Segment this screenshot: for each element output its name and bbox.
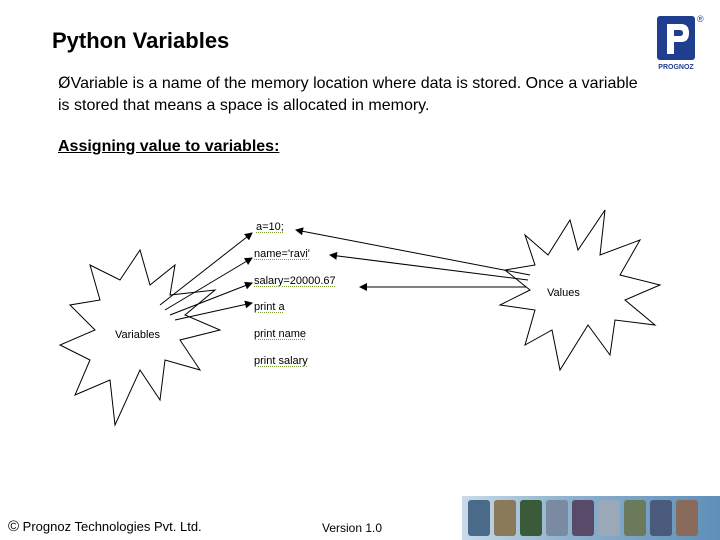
values-label: Values bbox=[547, 287, 580, 299]
slide-title: Python Variables bbox=[52, 28, 230, 53]
section-subheading: Assigning value to variables: bbox=[58, 138, 280, 155]
code-line-4: print a bbox=[254, 301, 285, 313]
bullet-text: Variable is a name of the memory locatio… bbox=[58, 75, 638, 114]
photo-thumbnail bbox=[546, 500, 568, 536]
photo-thumbnail bbox=[624, 500, 646, 536]
code-line-5: print name bbox=[254, 328, 306, 340]
variables-starburst bbox=[58, 248, 222, 427]
footer-version: Version 1.0 bbox=[322, 521, 383, 535]
values-starburst bbox=[498, 209, 662, 372]
photo-thumbnail bbox=[468, 500, 490, 536]
photo-thumbnail bbox=[598, 500, 620, 536]
arrow-right-1 bbox=[295, 227, 531, 276]
prognoz-logo: PROGNOZ bbox=[655, 14, 705, 72]
bullet-paragraph: ØVariable is a name of the memory locati… bbox=[58, 72, 648, 117]
photo-thumbnail bbox=[650, 500, 672, 536]
code-line-2: name='ravi' bbox=[254, 248, 310, 260]
arrow-left-1 bbox=[159, 232, 253, 306]
arrow-left-2 bbox=[164, 257, 253, 311]
copyright-icon: © bbox=[8, 518, 20, 535]
arrow-left-3 bbox=[169, 281, 253, 316]
photo-thumbnail bbox=[494, 500, 516, 536]
variables-diagram: Variables Values a=10; name='ravi' salar… bbox=[0, 195, 720, 445]
logo-icon: PROGNOZ bbox=[657, 16, 695, 71]
code-line-3: salary=20000.67 bbox=[254, 275, 336, 287]
arrow-right-2 bbox=[329, 251, 529, 281]
copyright-text: Prognoz Technologies Pvt. Ltd. bbox=[19, 519, 202, 534]
variables-label: Variables bbox=[115, 329, 161, 341]
arrow-left-4 bbox=[174, 300, 253, 321]
footer-copyright: © Prognoz Technologies Pvt. Ltd. bbox=[8, 518, 202, 535]
photo-thumbnail bbox=[520, 500, 542, 536]
logo-wordmark: PROGNOZ bbox=[658, 64, 694, 71]
code-line-1: a=10; bbox=[256, 221, 284, 233]
registered-mark: ® bbox=[697, 14, 704, 24]
photo-thumbnail bbox=[572, 500, 594, 536]
footer-photo-strip bbox=[462, 496, 720, 540]
bullet-arrow-icon: Ø bbox=[58, 73, 71, 92]
code-line-6: print salary bbox=[254, 355, 308, 367]
diagram-graphics bbox=[58, 209, 662, 427]
photo-thumbnail bbox=[676, 500, 698, 536]
